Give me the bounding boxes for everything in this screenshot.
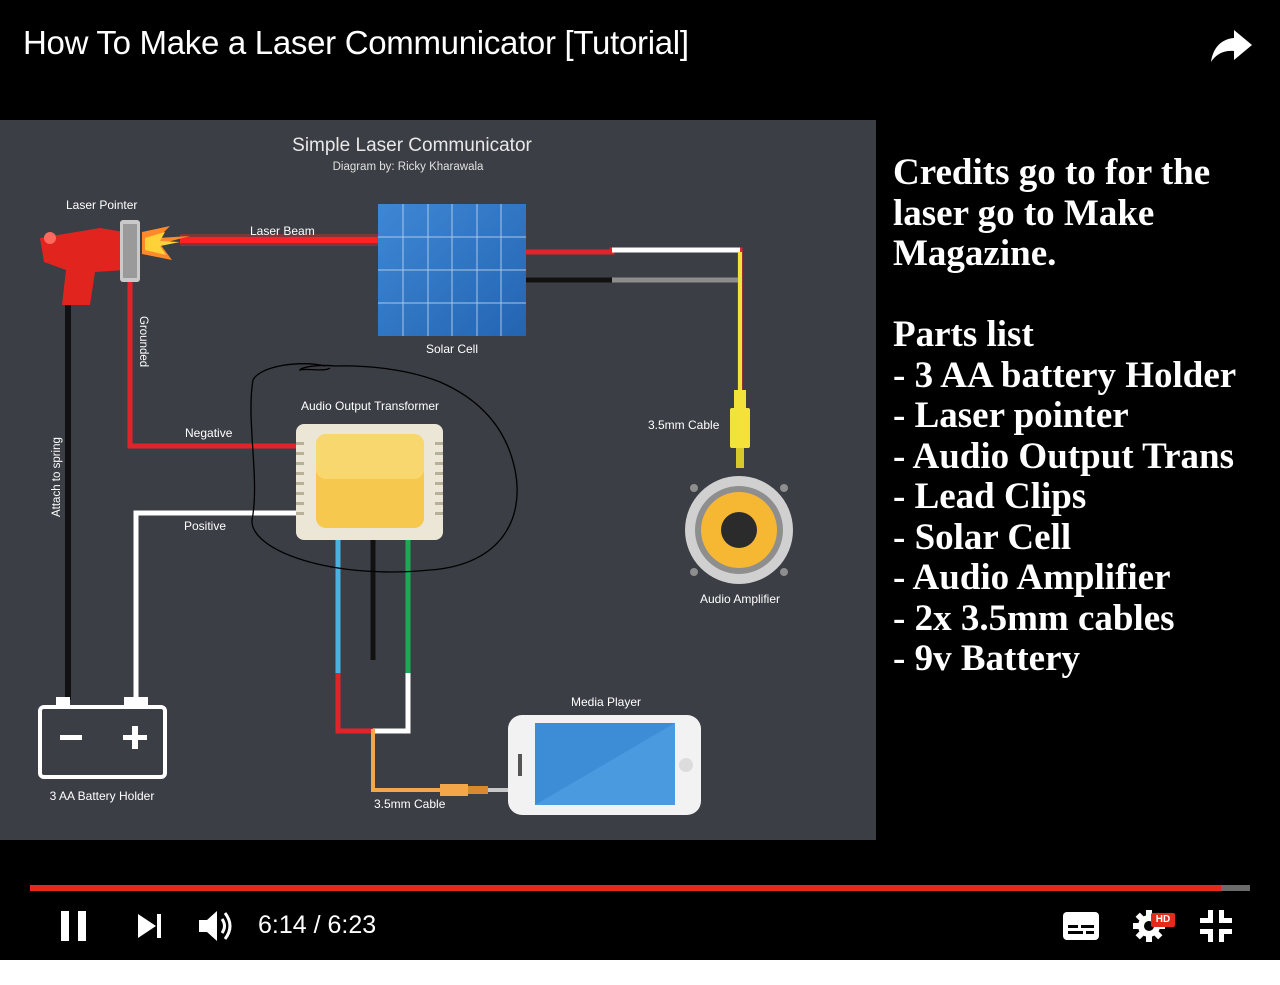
label-laser-beam: Laser Beam — [250, 224, 315, 238]
label-battery-holder: 3 AA Battery Holder — [50, 789, 155, 803]
time-display: 6:14 / 6:23 — [258, 911, 377, 939]
exit-fullscreen-icon[interactable] — [1199, 909, 1233, 943]
label-laser-pointer: Laser Pointer — [66, 198, 137, 212]
parts-list-item: - 3 AA battery Holder — [893, 354, 1237, 396]
solar-cell-icon — [378, 204, 526, 336]
diagram-title: Simple Laser Communicator — [292, 135, 532, 156]
phone-icon — [508, 715, 701, 815]
wires — [65, 247, 743, 792]
parts-list-item: - 9v Battery — [893, 638, 1080, 679]
parts-list-item: - Audio Amplifier — [893, 557, 1171, 598]
audio-jack-top-icon — [730, 390, 750, 468]
diagram-subtitle: Diagram by: Ricky Kharawala — [333, 161, 484, 173]
label-cable-bottom: 3.5mm Cable — [374, 797, 446, 811]
label-positive: Positive — [184, 519, 226, 533]
credits-line: Credits go to for the — [893, 152, 1211, 193]
label-attach-to-spring: Attach to spring — [51, 437, 63, 517]
video-player[interactable]: How To Make a Laser Communicator [Tutori… — [0, 0, 1280, 960]
credits-panel: Credits go to for the laser go to Make M… — [893, 152, 1273, 680]
label-negative: Negative — [185, 426, 233, 440]
parts-list-item: - Lead Clips — [893, 476, 1087, 517]
parts-list-item: - 2x 3.5mm cables — [893, 597, 1175, 639]
hand-drawn-circle — [250, 363, 518, 573]
battery-icon — [38, 697, 167, 779]
label-audio-amplifier: Audio Amplifier — [700, 592, 780, 606]
label-solar-cell: Solar Cell — [426, 342, 478, 356]
label-cable-top: 3.5mm Cable — [648, 418, 720, 432]
video-title[interactable]: How To Make a Laser Communicator [Tutori… — [23, 24, 689, 61]
progress-played — [30, 885, 1221, 891]
credits-line: laser go to Make — [893, 192, 1155, 234]
label-grounded: Grounded — [137, 316, 149, 367]
volume-icon[interactable] — [197, 906, 237, 946]
pause-icon[interactable] — [58, 909, 90, 943]
credits-line: Magazine. — [893, 233, 1057, 274]
next-icon[interactable] — [136, 912, 164, 940]
parts-list-item: - Solar Cell — [893, 516, 1072, 558]
hd-badge: HD — [1151, 913, 1175, 927]
laser-pointer-icon — [40, 220, 190, 305]
parts-list-item: - Laser pointer — [893, 395, 1129, 436]
speaker-icon — [685, 476, 793, 584]
parts-list-item: - Audio Output Trans — [893, 435, 1235, 477]
subtitles-icon[interactable] — [1062, 911, 1100, 941]
parts-list-heading: Parts list — [893, 314, 1034, 355]
audio-jack-bottom-icon — [440, 784, 508, 796]
wiring-diagram: Simple Laser Communicator Diagram by: Ri… — [0, 120, 876, 840]
progress-bar[interactable] — [30, 885, 1250, 891]
label-media-player: Media Player — [571, 695, 641, 709]
transformer-icon — [296, 424, 443, 540]
label-audio-output-transformer: Audio Output Transformer — [301, 399, 439, 413]
share-icon[interactable] — [1208, 26, 1254, 66]
